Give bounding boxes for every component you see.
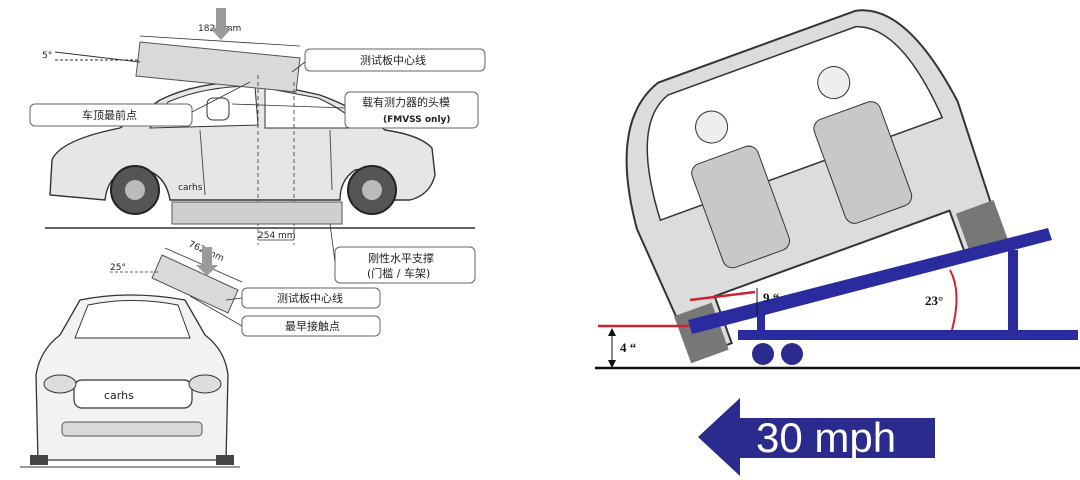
- front-bumper: [61, 421, 203, 437]
- side-test-plate: [135, 41, 301, 93]
- callout-headform-leader: [231, 103, 346, 109]
- callout-roof-point: [29, 103, 193, 127]
- ramp-seat-right: [813, 101, 913, 224]
- side-angle-ref-2: [54, 51, 141, 63]
- front-headlight-left: [43, 374, 77, 394]
- ramp-small-height-text: 9 “: [763, 290, 780, 305]
- side-door-line: [199, 129, 206, 196]
- front-angle-text: 25°: [110, 263, 126, 273]
- front-test-plate: [151, 254, 239, 314]
- ramp-angle-arc: [949, 269, 958, 331]
- ramp-ground-height-text: 4 “: [620, 340, 637, 355]
- front-view: carhs 25° 762 mm 测试板中心线 最早接触点: [20, 240, 381, 468]
- ramp-vertical-strut: [1008, 250, 1018, 332]
- ramp-red-edge-line: [689, 290, 756, 302]
- speed-arrow-icon: [698, 398, 935, 476]
- callout-support-line2: (门槛 / 车架): [367, 266, 430, 280]
- ramp-angle-text: 23°: [925, 293, 943, 308]
- callout-headform: [344, 91, 479, 129]
- front-wheel-left: [30, 455, 48, 465]
- ramp-short-strut: [757, 312, 765, 334]
- callout-support-leader: [329, 223, 336, 263]
- ramp-view: 4 “ 9 “ 23° 30 mph: [595, 9, 1080, 476]
- front-grille: [73, 379, 193, 409]
- callout-first-contact-text: 最早接触点: [285, 319, 340, 333]
- callout-centerline: [304, 48, 486, 72]
- side-front-hub: [362, 180, 382, 200]
- ramp-height-arrow-up-icon: [608, 328, 616, 336]
- side-rear-hub: [125, 180, 145, 200]
- ramp-dummy-head-left: [695, 110, 729, 144]
- side-angle-text: 5°: [42, 51, 52, 61]
- ramp-cart-wheel-right: [781, 343, 803, 365]
- side-view: carhs 5° 1829 mm 254 mm 测试板中心线 车顶最前点 载有测…: [29, 8, 486, 284]
- ramp-seat-left: [691, 145, 791, 269]
- callout-front-centerline-text: 测试板中心线: [277, 291, 343, 305]
- callout-headform-line2: (FMVSS only): [383, 115, 451, 125]
- ramp-dummy-head-right: [817, 66, 851, 100]
- callout-roof-leader: [191, 81, 251, 113]
- headform-icon: [206, 97, 230, 121]
- ramp-base-beam: [738, 330, 1078, 340]
- front-headlight-right: [188, 374, 222, 394]
- speed-label: 30 mph: [756, 414, 896, 461]
- ramp-cart-wheel-left: [752, 343, 774, 365]
- ramp-height-arrow-down-icon: [608, 360, 616, 368]
- side-rigid-support: [171, 201, 343, 225]
- callout-support: [334, 246, 476, 284]
- callout-front-centerline-leader: [225, 297, 243, 301]
- ramp-vehicle: [625, 9, 1011, 364]
- side-door-line-2: [329, 129, 333, 191]
- front-wheel-right: [216, 455, 234, 465]
- callout-roof-point-text: 车顶最前点: [82, 108, 137, 122]
- front-brand-logo: carhs: [104, 389, 134, 402]
- ramp-incline-beam: [688, 228, 1052, 334]
- callout-support-line1: 刚性水平支撑: [368, 251, 434, 265]
- side-length-dim: [139, 35, 301, 47]
- side-offset-text: 254 mm: [258, 231, 296, 241]
- callout-centerline-leader: [291, 61, 306, 73]
- callout-first-contact-leader: [189, 295, 243, 327]
- callout-centerline-text: 测试板中心线: [360, 53, 426, 67]
- side-force-arrow-icon: [210, 8, 232, 40]
- side-brand-logo: carhs: [178, 183, 203, 193]
- callout-headform-line1: 载有测力器的头模: [362, 95, 450, 109]
- front-force-arrow-icon: [196, 247, 218, 276]
- front-windshield: [74, 300, 191, 339]
